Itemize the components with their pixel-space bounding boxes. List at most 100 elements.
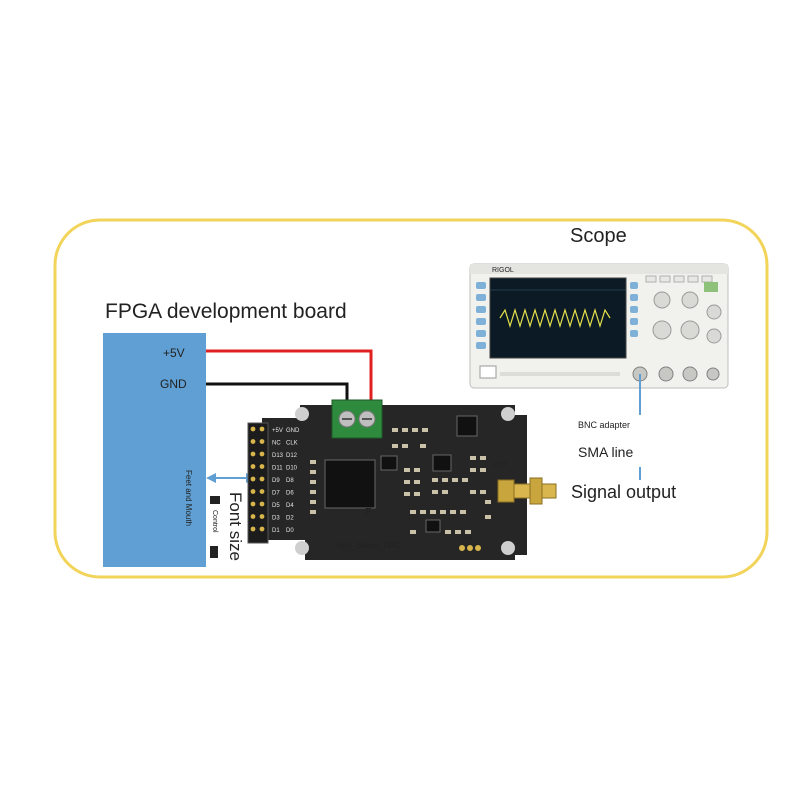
header-pin (250, 489, 256, 494)
smd-component (485, 500, 491, 504)
smd-component (442, 478, 448, 482)
header-pin (250, 451, 256, 457)
header-pin (259, 464, 265, 469)
header-pin (250, 439, 256, 444)
header-pin-label: +5V (272, 428, 283, 434)
smd-component (402, 428, 408, 432)
header-pin (259, 426, 265, 432)
header-pin-label: D2 (286, 516, 294, 522)
fpga-pin-5v: +5V (163, 346, 185, 360)
header-pin (250, 476, 256, 482)
header-pin-label: D0 (286, 528, 294, 534)
smd-component (404, 492, 410, 496)
header-pin (250, 464, 256, 469)
header-pin-label: D13 (272, 453, 284, 459)
dac-out-label: OUT (493, 462, 509, 469)
header-pin-label: D3 (272, 516, 280, 522)
header-pin-label: D9 (272, 478, 280, 484)
smd-component (452, 478, 458, 482)
sma-line-label: SMA line (578, 444, 633, 460)
smd-component (414, 468, 420, 472)
dac-board-title: High_Speed_DAC (335, 541, 401, 550)
smd-component (470, 490, 476, 494)
smd-component (310, 510, 316, 514)
smd-component (410, 530, 416, 534)
diagram-frame (53, 218, 769, 579)
header-pin-label: NC (272, 441, 281, 447)
smd-component (392, 428, 398, 432)
header-pin (250, 426, 256, 432)
dac-chip (324, 459, 376, 509)
smd-component (310, 470, 316, 474)
smd-component (404, 480, 410, 484)
header-pin (259, 451, 265, 457)
smd-component (310, 500, 316, 504)
smd-component (410, 510, 416, 514)
header-pin-label: D8 (286, 478, 294, 484)
header-pin (259, 439, 265, 444)
smd-component (414, 480, 420, 484)
header-pin-label: D6 (286, 491, 294, 497)
header-pin (250, 526, 256, 532)
font-size-label: Font size (226, 492, 245, 561)
smd-component (432, 478, 438, 482)
fpga-pin-gnd: GND (160, 377, 187, 391)
smd-component (480, 490, 486, 494)
header-pin (259, 489, 265, 494)
header-pin (250, 501, 256, 507)
smd-component (480, 468, 486, 472)
screw-terminal (331, 399, 383, 439)
fpga-board (103, 333, 206, 567)
smd-component (404, 468, 410, 472)
smd-component (485, 515, 491, 519)
header-pin-label: D12 (286, 453, 298, 459)
svg-text:Control: Control (211, 510, 218, 533)
smd-component (310, 490, 316, 494)
power-wire (206, 349, 373, 418)
smd-component (445, 530, 451, 534)
smd-component (440, 510, 446, 514)
fpga-board-label: FPGA development board (105, 300, 347, 323)
oscilloscope: RIGOL (469, 263, 729, 389)
smd-component (450, 510, 456, 514)
smd-component (455, 530, 461, 534)
smd-component (310, 460, 316, 464)
smd-component (422, 428, 428, 432)
header-pin-label: D4 (286, 503, 294, 509)
header-pin (259, 514, 265, 519)
header-pin-label: CLK (286, 441, 298, 447)
smd-component (432, 490, 438, 494)
control-tag: Control (206, 492, 228, 562)
smd-component (470, 456, 476, 460)
header-pin (259, 526, 265, 532)
smd-component (465, 530, 471, 534)
smd-component (462, 478, 468, 482)
smd-component (402, 444, 408, 448)
header-pin (250, 514, 256, 519)
smd-component (480, 456, 486, 460)
header-pin-label: D1 (272, 528, 280, 534)
header-pin (259, 476, 265, 482)
scope-label: Scope (570, 225, 627, 247)
smd-component (442, 490, 448, 494)
smd-component (470, 468, 476, 472)
scope-brand: RIGOL (492, 267, 514, 274)
header-pin (259, 501, 265, 507)
sma-connector (497, 477, 557, 505)
header-pin-label: GND (286, 428, 300, 434)
header-pin-label: D7 (272, 491, 280, 497)
header-pin-label: D10 (286, 466, 298, 472)
smd-component (420, 444, 426, 448)
feet-and-mouth-label: Feet and Mouth (184, 470, 193, 526)
header-pin-label: D11 (272, 466, 283, 472)
smd-component (412, 428, 418, 432)
bnc-adapter-label: BNC adapter (578, 420, 630, 430)
header-pin-label: D5 (272, 503, 280, 509)
smd-component (310, 480, 316, 484)
dac-gnd-label: GND (460, 535, 476, 542)
smd-component (420, 510, 426, 514)
smd-component (460, 510, 466, 514)
smd-component (430, 510, 436, 514)
